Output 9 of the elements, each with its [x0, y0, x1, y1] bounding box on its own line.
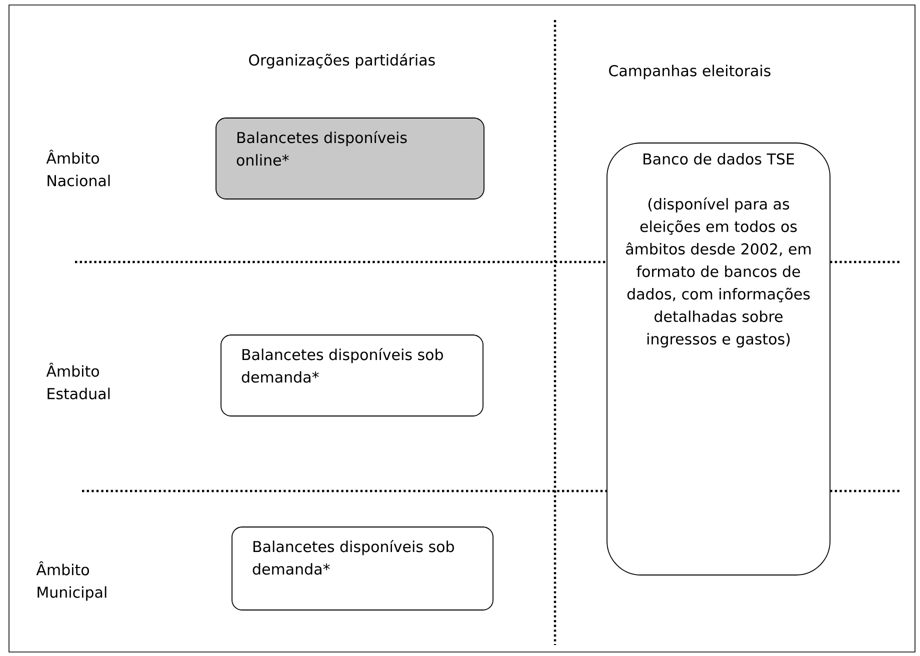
info-box: Banco de dados TSE (disponível para as eleições em todos os âmbitos desde 2002, em formato de bancos de dados, com informações detalhadas sobre ingressos e gastos)	[606, 142, 830, 576]
row-header: Âmbito Estadual	[46, 362, 110, 400]
row-header: Âmbito Nacional	[46, 150, 110, 186]
info-box: Balancetes disponíveis sob demanda*	[220, 334, 484, 416]
row-header: Âmbito Municipal	[36, 561, 106, 601]
column-header: Campanhas eleitorais	[609, 64, 770, 80]
column-header: Organizações partidárias	[249, 53, 435, 69]
info-box: Balancetes disponíveis sob demanda*	[232, 526, 494, 610]
info-box: Balancetes disponíveis online*	[216, 118, 484, 200]
